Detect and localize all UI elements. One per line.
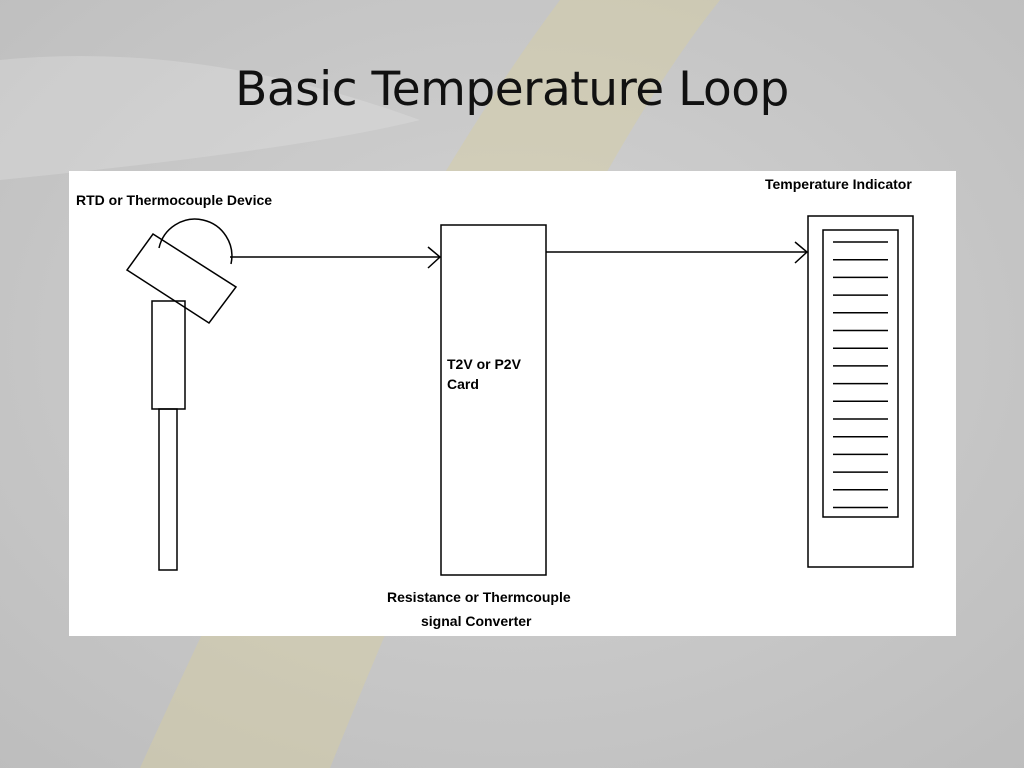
converter-label-line2: signal Converter xyxy=(421,613,532,629)
converter-card xyxy=(440,224,547,576)
indicator-label: Temperature Indicator xyxy=(765,176,912,192)
sensor-device xyxy=(125,218,238,571)
converter-label-line1: Resistance or Thermcouple xyxy=(387,589,571,605)
indicator-scale xyxy=(822,229,899,518)
signal-line-card-to-indicator xyxy=(546,241,809,264)
signal-line-sensor-to-card xyxy=(230,246,442,269)
loop-diagram xyxy=(125,215,914,576)
indicator-housing xyxy=(807,215,914,568)
sensor-sheath xyxy=(151,300,186,410)
card-label: T2V or P2V Card xyxy=(447,356,521,392)
indicator-scale-lines xyxy=(833,241,888,509)
sensor-label: RTD or Thermocouple Device xyxy=(76,192,273,208)
sensor-probe xyxy=(158,408,178,571)
diagram-panel: RTD or Thermocouple Device Temperature I… xyxy=(69,171,956,636)
slide-title: Basic Temperature Loop xyxy=(235,62,789,117)
